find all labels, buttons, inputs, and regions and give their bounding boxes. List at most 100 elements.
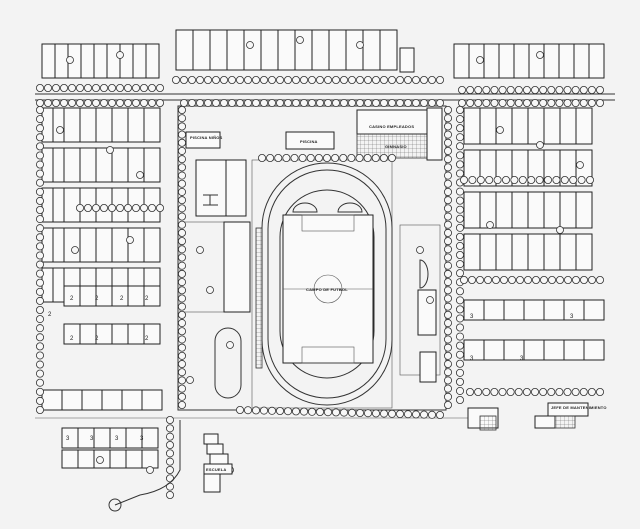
tree-icon [427,99,436,108]
house-lot [61,427,79,449]
tree-icon [443,319,452,328]
tree-icon [443,163,452,172]
tree-icon [177,237,186,246]
tree-icon [195,76,204,85]
tree-icon [387,76,396,85]
tree-icon [482,99,491,108]
tree-icon [155,203,164,212]
tree-icon [514,99,523,108]
school: ESCUELA [108,420,233,512]
tree-icon [165,440,174,449]
tree-icon [322,153,331,162]
tree-icon [177,310,186,319]
tree-icon [443,245,452,254]
tree-icon [371,409,380,418]
tree-icon [474,99,483,108]
tree-icon [76,99,85,108]
house-type-number: 2 [95,336,99,342]
tree-icon [485,175,494,184]
tree-icon [243,406,252,415]
tree-icon [419,76,428,85]
house-lot [127,227,145,263]
tree-icon [556,226,564,234]
tree-icon [569,175,578,184]
house-lot [93,43,108,79]
tree-icon [126,236,134,244]
tree-icon [323,408,332,417]
tree-icon [331,408,340,417]
tree-icon [443,114,452,123]
tree-icon [36,160,45,169]
tree-icon [443,130,452,139]
house-lot [101,389,123,411]
tree-icon [227,76,236,85]
tree-icon [36,360,45,369]
house-lot [95,227,113,263]
tree-icon [527,175,536,184]
tree-icon [426,296,434,304]
tree-icon [100,99,109,108]
tree-icon [596,86,605,95]
tree-icon [435,99,444,108]
tree-icon [227,99,236,108]
tree-icon [315,99,324,108]
house-lot [362,29,381,71]
tree-icon [108,84,117,93]
tree-icon [339,153,348,162]
house-lot [93,427,111,449]
house-lot [483,339,505,361]
tree-icon [443,400,452,409]
tree-icon [548,275,557,284]
tree-icon [187,99,196,108]
tree-icon [379,153,388,162]
tree-icon [355,99,364,108]
tree-icon [36,405,45,414]
tree-icon [251,76,260,85]
house-lot [543,43,560,79]
house-type-number: 3 [140,436,144,442]
house-lot [495,233,513,271]
tree-icon [355,153,364,162]
tree-icon [206,286,214,294]
tree-icon [522,86,531,95]
house-lot [573,43,590,79]
tree-icon [455,196,464,205]
tree-icon [443,343,452,352]
house-lot [175,29,194,71]
tree-icon [419,410,428,419]
house-lot [558,43,575,79]
tree-icon [455,115,464,124]
tree-icon [195,99,204,108]
house-lot [143,147,161,183]
tree-icon [56,126,64,134]
tree-icon [411,410,420,419]
house-lot [95,285,113,307]
tree-icon [177,228,186,237]
tree-icon [506,387,515,396]
tree-icon [165,465,174,474]
running-track: CAMPO DE FUTBOL [255,162,393,406]
tree-icon [100,84,109,93]
tree-icon [371,76,380,85]
tree-icon [177,392,186,401]
tree-icon [147,84,156,93]
tree-icon [179,99,188,108]
tree-icon [455,169,464,178]
tree-icon [379,76,388,85]
house-lot [192,29,211,71]
house-lot [141,389,163,411]
tree-icon [443,302,452,311]
tree-icon [540,275,549,284]
tree-icon [290,153,299,162]
tree-icon [52,99,61,108]
tree-icon [177,163,186,172]
house-lot [52,267,65,303]
tree-icon [486,221,494,229]
tree-icon [36,296,45,305]
tree-icon [596,275,605,284]
house-lot [463,299,485,321]
tree-icon [457,99,466,108]
house-lot [127,107,145,143]
tree-icon [36,84,45,93]
house-type-number: 2 [145,336,149,342]
